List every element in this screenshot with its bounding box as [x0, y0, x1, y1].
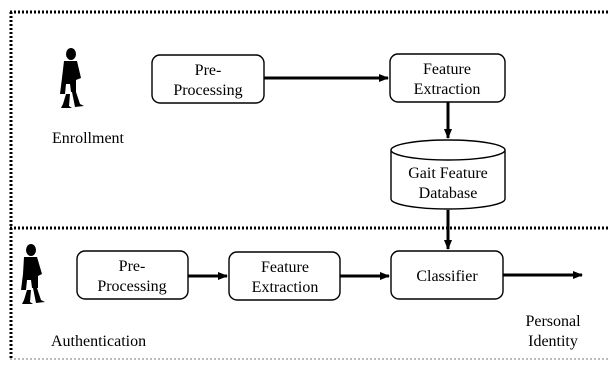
authentication-preprocessing-line2: Processing	[97, 278, 166, 295]
authentication-feature-extraction-line1: Feature	[261, 259, 309, 276]
database-line1: Gait Feature	[408, 165, 488, 182]
panel-borders	[9, 10, 610, 360]
enrollment-preprocessing-box: Pre- Processing	[151, 54, 265, 104]
enrollment-feature-extraction-line1: Feature	[423, 61, 471, 78]
authentication-preprocessing-box: Pre- Processing	[76, 250, 189, 300]
walking-person-icon	[21, 244, 45, 304]
classifier-box: Classifier	[390, 250, 504, 300]
authentication-label: Authentication	[51, 333, 146, 350]
walking-person-icon	[60, 48, 84, 108]
database-line2: Database	[419, 185, 478, 202]
authentication-preprocessing-line1: Pre-	[119, 258, 146, 275]
gait-feature-database-cylinder: Gait Feature Database	[390, 139, 506, 210]
personal-identity-line1: Personal	[525, 313, 581, 330]
classifier-label: Classifier	[416, 268, 478, 285]
authentication-feature-extraction-box: Feature Extraction	[228, 251, 341, 301]
enrollment-preprocessing-line1: Pre-	[195, 62, 222, 79]
enrollment-feature-extraction-box: Feature Extraction	[389, 53, 506, 103]
personal-identity-line2: Identity	[528, 333, 578, 350]
enrollment-preprocessing-line2: Processing	[173, 82, 242, 99]
enrollment-label: Enrollment	[52, 130, 125, 147]
authentication-feature-extraction-line2: Extraction	[252, 279, 319, 296]
flow-arrows	[188, 74, 583, 280]
enrollment-feature-extraction-line2: Extraction	[414, 81, 481, 98]
